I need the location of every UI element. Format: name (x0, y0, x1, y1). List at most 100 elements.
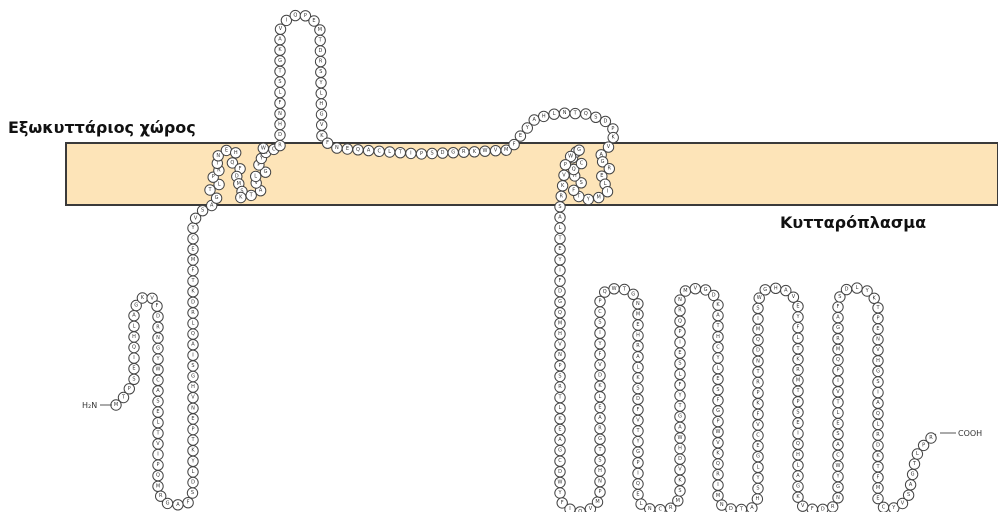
residue: M (594, 192, 604, 202)
residue: M (833, 344, 843, 354)
residue-letter: A (716, 313, 720, 319)
residue-letter: I (599, 330, 600, 336)
residue: T (205, 185, 215, 195)
residue-letter: V (156, 441, 160, 447)
residue: M (673, 496, 683, 506)
residue: S (903, 490, 913, 500)
residue-letter: S (756, 486, 759, 492)
residue: L (793, 460, 803, 470)
residue: Q (793, 439, 803, 449)
residue-letter: S (678, 488, 681, 494)
residue: Y (833, 471, 843, 481)
residue-letter: W (757, 295, 762, 301)
residue-letter: D (678, 456, 682, 462)
residue-letter: D (191, 299, 195, 305)
residue: N (833, 493, 843, 503)
residue-letter: C (156, 377, 160, 383)
residue-letter: R (319, 59, 323, 65)
residue: C (555, 456, 565, 466)
residue: W (555, 477, 565, 487)
residue: I (595, 328, 605, 338)
residue-letter: E (312, 18, 315, 24)
residue-letter: V (756, 422, 760, 428)
residue-letter: A (558, 214, 562, 220)
residue: A (873, 398, 883, 408)
residue: A (153, 386, 163, 396)
residue-letter: P (796, 399, 799, 405)
extracellular-space-label: Εξωκυττάριος χώρος (8, 118, 196, 137)
residue-letter: N (278, 111, 282, 117)
residue-letter: Q (132, 345, 136, 351)
residue: E (873, 324, 883, 334)
residue-letter: G (264, 169, 268, 175)
residue-letter: S (838, 294, 841, 300)
residue-letter: P (611, 126, 614, 132)
residue-letter: A (836, 315, 840, 321)
residue-letter: M (716, 493, 720, 499)
residue: F (873, 472, 883, 482)
residue: C (833, 450, 843, 460)
residue-letter: S (319, 69, 322, 75)
residue: S (316, 67, 326, 77)
residue-letter: D (603, 118, 607, 124)
residue: E (221, 145, 231, 155)
residue: V (595, 360, 605, 370)
residue: L (275, 87, 285, 97)
residue-letter: D (845, 287, 849, 293)
residue: S (833, 429, 843, 439)
residue: D (555, 467, 565, 477)
residue-letter: G (636, 449, 640, 455)
residue-letter: N (598, 479, 602, 485)
residue-letter: R (716, 472, 720, 478)
residue-letter: S (580, 180, 583, 186)
residue-letter: E (598, 404, 601, 410)
residue: S (188, 361, 198, 371)
residue: A (905, 480, 915, 490)
residue-letter: C (191, 236, 195, 242)
residue-letter: F (192, 268, 195, 274)
residue-letter: I (133, 355, 134, 361)
residue-letter: N (648, 506, 652, 512)
residue: I (675, 337, 685, 347)
residue: D (873, 440, 883, 450)
residue: F (713, 395, 723, 405)
residue-letter: R (796, 367, 800, 373)
residue: T (188, 276, 198, 286)
residue: H (633, 330, 643, 340)
residue-letter: F (811, 506, 814, 512)
residue-letter: A (750, 505, 754, 511)
residue-letter: Q (356, 147, 360, 153)
residue-letter: M (114, 402, 118, 408)
residue-letter: Q (572, 167, 576, 173)
residue: H (539, 111, 549, 121)
residue-letter: L (856, 285, 859, 291)
residue: Q (353, 145, 363, 155)
residue: C (655, 505, 665, 512)
residue-letter: A (678, 424, 682, 430)
residue-letter: A (636, 354, 640, 360)
residue-letter: I (757, 316, 758, 322)
residue-letter: F (326, 140, 329, 146)
residue-letter: S (132, 376, 135, 382)
residue: Q (129, 342, 139, 352)
residue: C (188, 234, 198, 244)
residue: P (560, 160, 570, 170)
residue-letter: V (716, 440, 720, 446)
residue-letter: S (756, 305, 759, 311)
residue: T (555, 233, 565, 243)
residue-letter: E (796, 303, 799, 309)
residue: L (713, 363, 723, 373)
residue: S (187, 488, 197, 498)
residue: I (873, 387, 883, 397)
residue: Y (316, 78, 326, 88)
residue: Q (290, 10, 300, 20)
residue-letter: M (636, 311, 640, 317)
residue-letter: V (194, 215, 198, 221)
residue-letter: V (901, 501, 905, 507)
residue: T (753, 367, 763, 377)
residue: Q (713, 459, 723, 469)
residue-letter: G (156, 346, 160, 352)
residue: N (645, 504, 655, 512)
residue-letter: L (640, 501, 643, 507)
